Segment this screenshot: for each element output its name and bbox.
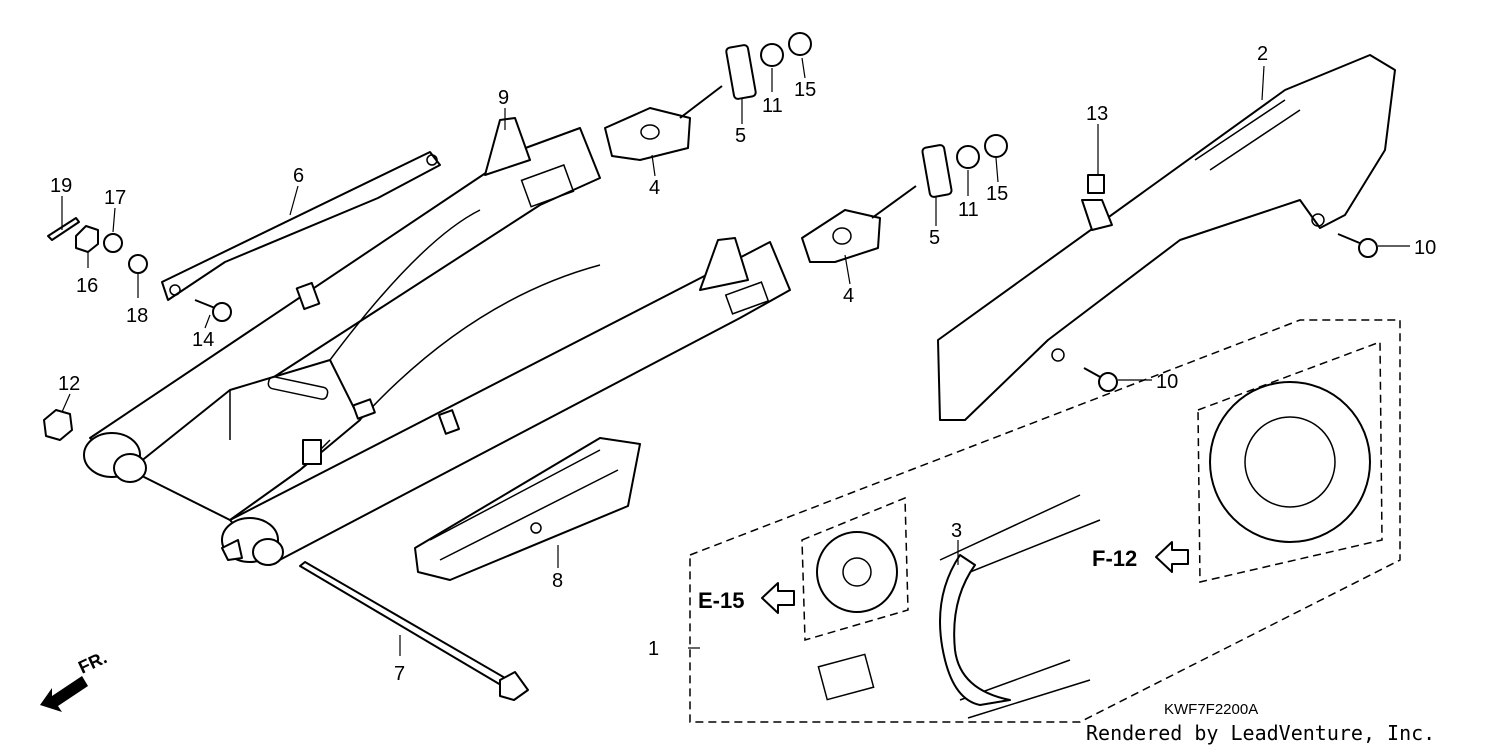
- washer-17: [103, 233, 123, 253]
- bolt-10-upper: [1337, 233, 1378, 258]
- callout-10-upper: 10: [1414, 237, 1436, 259]
- chain-adjuster-lower: [801, 185, 917, 263]
- drive-chain-kit-outline: [689, 319, 1401, 723]
- callout-5-lower: 5: [929, 227, 940, 249]
- nut-16: [75, 225, 99, 253]
- callout-8: 8: [552, 570, 563, 592]
- render-credit: Rendered by LeadVenture, Inc.: [1086, 721, 1435, 745]
- drive-sprocket-box: [801, 496, 909, 641]
- chain-label: [817, 653, 875, 701]
- ref-label-f12[interactable]: F-12: [1092, 546, 1137, 571]
- callout-12: 12: [58, 373, 80, 395]
- callout-11-lower: 11: [958, 199, 979, 221]
- diagram-code: KWF7F2200A: [1164, 701, 1258, 718]
- drive-chain: [939, 494, 1101, 719]
- callout-6: 6: [293, 165, 304, 187]
- callout-17: 17: [104, 187, 126, 209]
- nut-11-upper: [760, 43, 784, 67]
- callout-15-lower: 15: [986, 183, 1008, 205]
- bolt-14: [194, 299, 232, 322]
- cotter-pin: [47, 217, 80, 241]
- front-direction-icon: [40, 676, 88, 712]
- callout-13: 13: [1086, 103, 1108, 125]
- callout-2: 2: [1257, 43, 1268, 65]
- callout-19: 19: [50, 175, 72, 197]
- bolt-10-lower: [1083, 367, 1118, 392]
- callout-3: 3: [951, 520, 962, 542]
- ref-label-e15[interactable]: E-15: [698, 588, 744, 613]
- callout-1: 1: [648, 638, 659, 660]
- chain-adjuster-upper: [604, 85, 723, 161]
- callout-4-upper: 4: [649, 177, 660, 199]
- clip-nut: [1087, 174, 1105, 194]
- nut-11-lower: [956, 145, 980, 169]
- washer-18: [128, 254, 148, 274]
- callout-7: 7: [394, 663, 405, 685]
- driven-sprocket-box: [1197, 340, 1383, 583]
- arrow-left-f12: [1155, 541, 1189, 573]
- callout-14: 14: [192, 329, 214, 351]
- nut-15-upper: [788, 32, 812, 56]
- pivot-bolt: [299, 561, 529, 701]
- chain-slider: [414, 437, 641, 581]
- arrow-left-e15: [761, 582, 795, 614]
- nut-12: [43, 409, 73, 441]
- callout-18: 18: [126, 305, 148, 327]
- callout-16: 16: [76, 275, 98, 297]
- chain-case: [937, 54, 1396, 421]
- swingarm: [83, 117, 791, 566]
- nut-15-lower: [984, 134, 1008, 158]
- front-direction-label: FR.: [75, 647, 110, 677]
- callout-11-upper: 11: [762, 95, 783, 117]
- adjuster-plate-upper: [725, 44, 757, 100]
- callout-10-lower: 10: [1156, 371, 1178, 393]
- callout-5-upper: 5: [735, 125, 746, 147]
- callout-9: 9: [498, 87, 509, 109]
- callout-15-upper: 15: [794, 79, 816, 101]
- torque-link: [161, 151, 441, 301]
- adjuster-plate-lower: [921, 144, 953, 198]
- callout-4-lower: 4: [843, 285, 854, 307]
